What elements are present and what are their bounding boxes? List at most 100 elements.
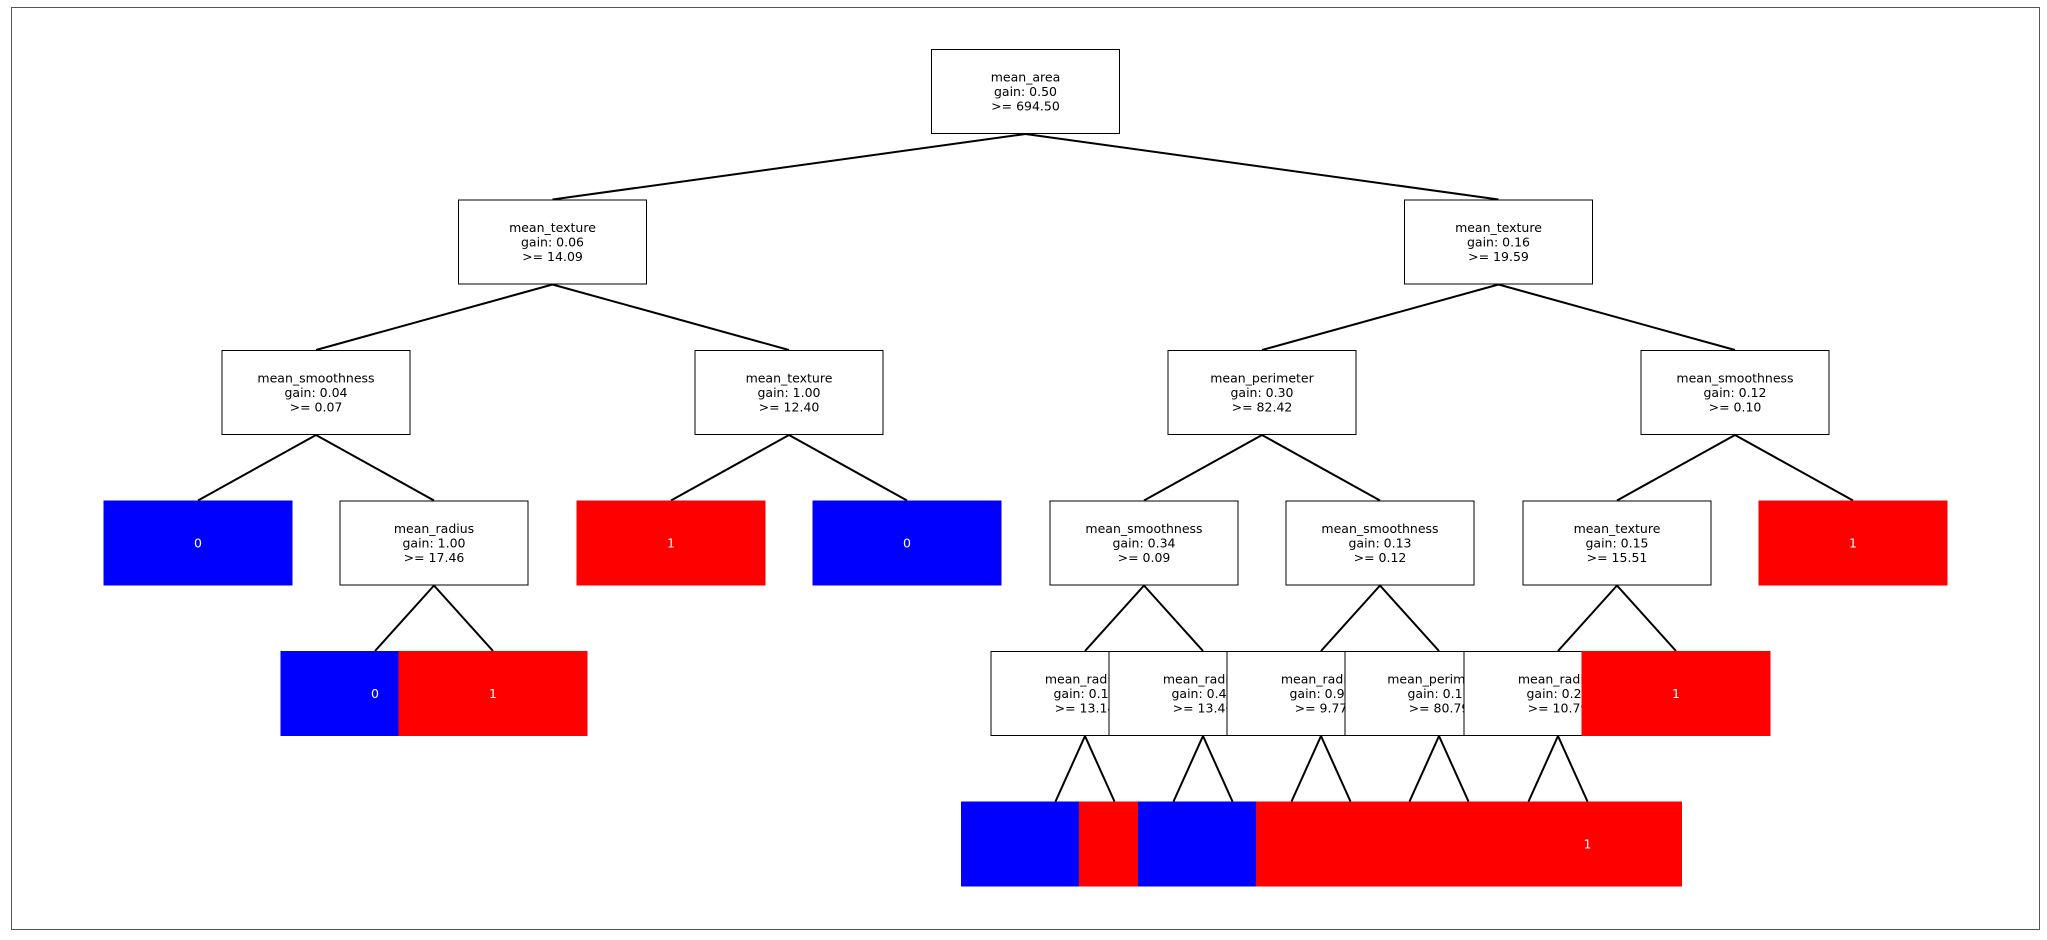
- leaf-class-label: 1: [1849, 536, 1857, 551]
- tree-edge: [1290, 735, 1322, 802]
- leaf-node: 0: [812, 500, 1002, 586]
- split-gain-label: gain: 0.16: [1467, 235, 1530, 250]
- leaf-node: 1: [1581, 651, 1771, 736]
- tree-edge: [1616, 584, 1677, 652]
- leaf-class-label: 1: [1584, 837, 1592, 852]
- leaf-box: [1758, 500, 1948, 586]
- split-gain-label: gain: 0.42: [1171, 686, 1234, 701]
- split-box: [339, 500, 529, 586]
- leaf-class-label: 1: [489, 686, 497, 701]
- tree-edge: [1320, 584, 1381, 652]
- leaf-class-label: 0: [903, 536, 911, 551]
- split-threshold-label: >= 14.09: [522, 249, 583, 264]
- split-gain-label: gain: 0.04: [284, 385, 347, 400]
- tree-edge: [552, 133, 1026, 201]
- split-threshold-label: >= 10.79: [1528, 701, 1589, 716]
- figure-frame: [11, 7, 2040, 930]
- split-feature-label: mean_area: [991, 70, 1061, 85]
- tree-edge: [670, 434, 790, 502]
- tree-edge: [1557, 735, 1589, 802]
- split-feature-label: mean_texture: [746, 371, 833, 386]
- tree-edge: [1084, 735, 1116, 802]
- split-box: [1167, 350, 1357, 435]
- leaf-class-label: 0: [371, 686, 379, 701]
- tree-edge: [433, 584, 494, 652]
- leaf-class-label: 0: [194, 536, 202, 551]
- tree-edge: [1172, 735, 1204, 802]
- leaf-box: [103, 500, 293, 586]
- split-gain-label: gain: 0.06: [521, 235, 584, 250]
- split-box: [931, 49, 1120, 134]
- split-feature-label: mean_radius: [1518, 672, 1598, 687]
- split-feature-label: mean_texture: [1574, 521, 1661, 536]
- split-threshold-label: >= 80.79: [1409, 701, 1470, 716]
- split-threshold-label: >= 0.09: [1118, 550, 1171, 565]
- leaf-node: 0: [103, 500, 293, 586]
- tree-edge: [315, 283, 553, 351]
- tree-edge: [1498, 283, 1736, 351]
- leaf-class-label: 1: [667, 536, 675, 551]
- split-gain-label: gain: 0.24: [1526, 686, 1589, 701]
- tree-edge: [315, 434, 435, 502]
- split-threshold-label: >= 13.46: [1173, 701, 1234, 716]
- split-gain-label: gain: 1.00: [757, 385, 820, 400]
- split-box: [1522, 500, 1712, 586]
- split-gain-label: gain: 0.50: [994, 84, 1057, 99]
- tree-edge: [1143, 584, 1204, 652]
- tree-edge: [1025, 133, 1499, 201]
- split-feature-label: mean_perimeter: [1210, 371, 1314, 386]
- leaf-box: [398, 651, 588, 736]
- split-gain-label: gain: 0.15: [1585, 536, 1648, 551]
- tree-edge: [1202, 735, 1234, 802]
- split-gain-label: gain: 0.34: [1112, 536, 1175, 551]
- split-feature-label: mean_radius: [1163, 672, 1243, 687]
- split-gain-label: gain: 0.92: [1289, 686, 1352, 701]
- tree-edges: [197, 133, 1854, 802]
- split-threshold-label: >= 17.46: [404, 550, 465, 565]
- split-threshold-label: >= 15.51: [1587, 550, 1648, 565]
- split-gain-label: gain: 0.12: [1703, 385, 1766, 400]
- leaf-box: [1493, 801, 1682, 887]
- split-box: [1285, 500, 1475, 586]
- tree-edge: [1557, 584, 1618, 652]
- split-feature-label: mean_radius: [394, 521, 474, 536]
- split-gain-label: gain: 1.00: [402, 536, 465, 551]
- tree-edge: [1527, 735, 1559, 802]
- tree-edge: [1616, 434, 1736, 502]
- split-threshold-label: >= 694.50: [991, 99, 1060, 114]
- tree-edge: [1734, 434, 1854, 502]
- tree-edge: [1261, 434, 1381, 502]
- split-feature-label: mean_smoothness: [257, 371, 374, 386]
- split-gain-label: gain: 0.13: [1348, 536, 1411, 551]
- leaf-node: 1: [398, 651, 588, 736]
- split-feature-label: mean_smoothness: [1085, 521, 1202, 536]
- leaf-class-label: 1: [1672, 686, 1680, 701]
- tree-edge: [1261, 283, 1499, 351]
- tree-edge: [788, 434, 908, 502]
- tree-edge: [1408, 735, 1440, 802]
- split-threshold-label: >= 0.10: [1709, 400, 1762, 415]
- split-threshold-label: >= 19.59: [1468, 249, 1529, 264]
- tree-edge: [552, 283, 790, 351]
- split-box: [1049, 500, 1239, 586]
- split-box: [1640, 350, 1830, 435]
- leaf-node: 1: [1758, 500, 1948, 586]
- tree-edge: [1084, 584, 1145, 652]
- tree-edge: [1143, 434, 1263, 502]
- split-box: [221, 350, 411, 435]
- split-feature-label: mean_radius: [1045, 672, 1125, 687]
- tree-edge: [1379, 584, 1440, 652]
- leaf-node: 1: [576, 500, 766, 586]
- split-threshold-label: >= 12.40: [759, 400, 820, 415]
- split-threshold-label: >= 9.77: [1295, 701, 1348, 716]
